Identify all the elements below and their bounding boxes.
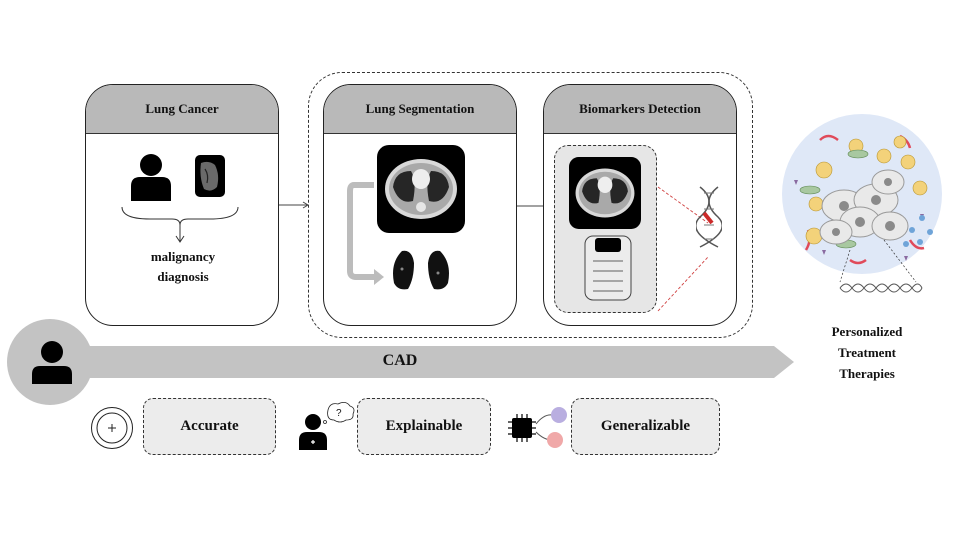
biomarkers-title: Biomarkers Detection [544, 85, 736, 134]
panel-connector-line [517, 205, 544, 207]
brace-icon [121, 206, 239, 243]
segmented-lungs-icon [393, 250, 449, 290]
segmentation-flow-arrow-icon [347, 182, 384, 285]
accurate-box: Accurate [143, 398, 276, 455]
lung-segmentation-title: Lung Segmentation [324, 85, 516, 134]
cad-label: CAD [382, 352, 418, 369]
outcome-line1: Personalized [831, 324, 903, 339]
tumor-microenvironment-icon [782, 114, 942, 293]
ct-scan-icon [377, 145, 465, 233]
generalizable-box: Generalizable [571, 398, 720, 455]
chip-icon [508, 407, 567, 448]
dna-helix-icon [696, 186, 722, 248]
lung-cancer-panel: Lung Cancer malignancy diagnosis [85, 84, 279, 326]
connector-arrow-icon [279, 201, 309, 209]
patient-icon [131, 154, 171, 201]
malignancy-caption-line2: diagnosis [157, 269, 209, 284]
doctor-thinking-icon: ? [299, 402, 355, 450]
svg-text:?: ? [336, 408, 342, 419]
malignancy-caption-line1: malignancy [150, 249, 216, 264]
biomarkers-panel: Biomarkers Detection [543, 84, 737, 326]
explainable-box: Explainable [357, 398, 491, 455]
biomarker-ct-icon [569, 157, 641, 229]
lung-cancer-title: Lung Cancer [86, 85, 278, 134]
outcome-line3: Therapies [839, 366, 895, 381]
model-dashed-group [308, 72, 753, 338]
outcome-line2: Treatment [838, 345, 896, 360]
report-sheet-icon [584, 235, 632, 301]
lung-ct-thumbnail-icon [195, 155, 225, 197]
cad-arrow-icon [7, 319, 794, 405]
lung-segmentation-panel: Lung Segmentation [323, 84, 517, 326]
target-icon [91, 407, 133, 449]
